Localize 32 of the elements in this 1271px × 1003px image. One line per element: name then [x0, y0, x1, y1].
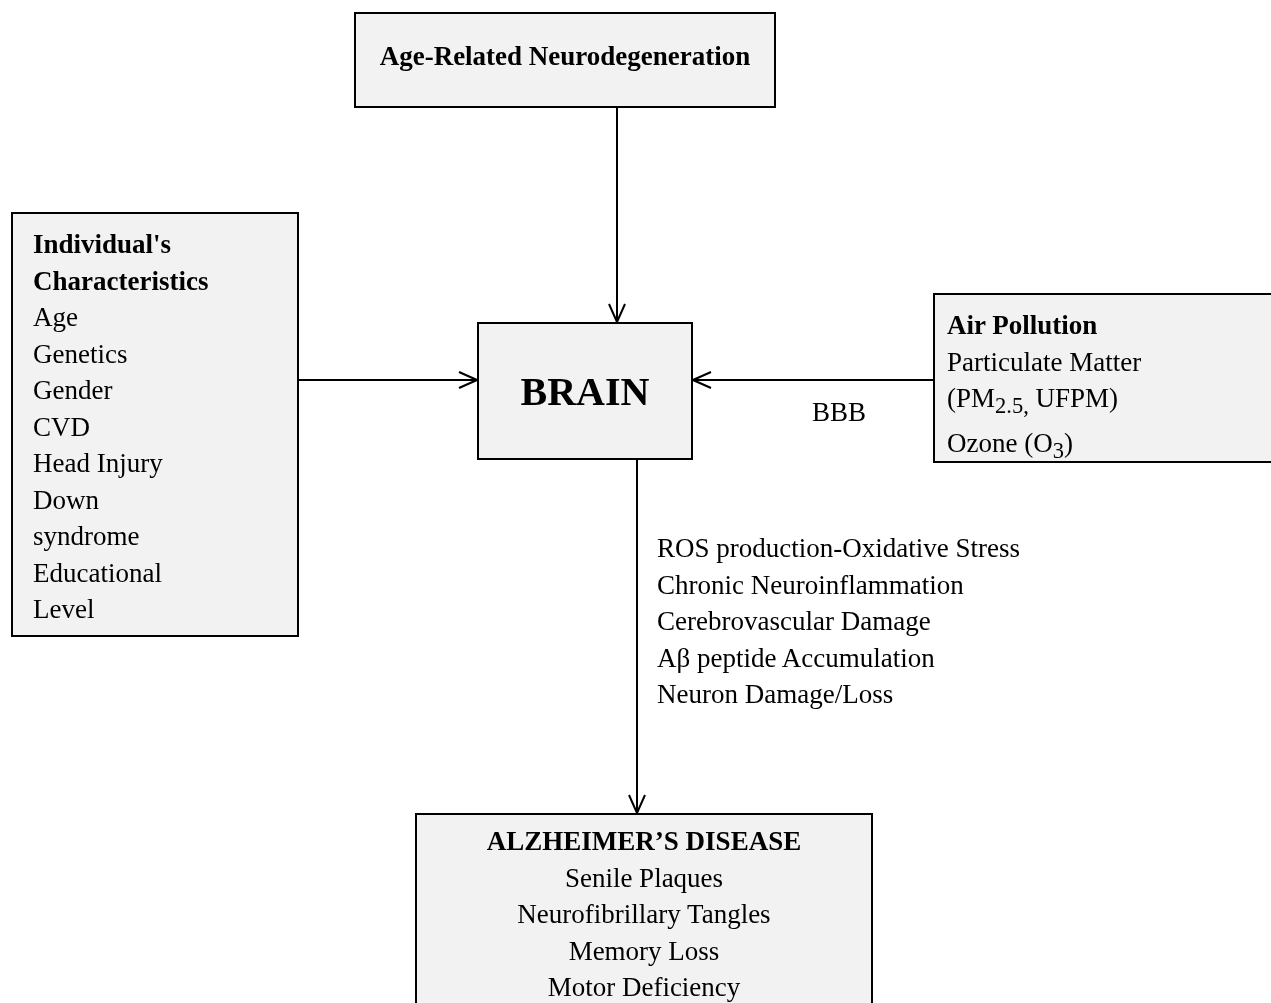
mechanism-text: Cerebrovascular Damage	[657, 605, 931, 638]
list-item: Genetics	[33, 337, 129, 371]
text-box	[477, 322, 693, 460]
mechanism-text: Chronic Neuroinflammation	[657, 568, 964, 602]
mechanism-text: ROS production-Oxidative Stress	[657, 532, 1020, 565]
text-box	[11, 212, 299, 637]
heading: ALZHEIMER’S DISEASE	[485, 825, 803, 858]
mechanism-text: Neuron Damage/Loss	[657, 678, 894, 711]
list-item: Memory Loss	[567, 934, 721, 968]
list-item: Particulate Matter (PM$_{2.5,}$ UFPM)	[947, 345, 1143, 421]
mechanism-text: Aβ peptide Accumulation	[657, 641, 935, 675]
arrow	[692, 371, 934, 389]
list-item: Neurofibrillary Tangles	[516, 898, 772, 931]
list-item: Age	[33, 301, 79, 334]
list-item: Senile Plaques	[563, 861, 725, 895]
list-item: Gender	[33, 374, 114, 407]
heading: BRAIN	[519, 368, 651, 416]
list-item: Motor Deficiency	[546, 971, 742, 1003]
heading: Air Pollution	[947, 309, 1099, 342]
list-item: CVD	[33, 410, 91, 444]
text-box	[354, 12, 776, 108]
heading: Individual's Characteristics	[33, 228, 210, 298]
heading: Age-Related Neurodegeneration	[378, 40, 752, 73]
arrow	[298, 371, 478, 389]
list-item: Educational Level	[33, 556, 163, 626]
text-box	[933, 293, 1271, 463]
arrow	[628, 459, 646, 814]
list-item: Head Injury	[33, 447, 164, 480]
list-item: Ozone (O$_{3}$)	[947, 426, 1074, 466]
arrow	[608, 107, 626, 323]
text-box	[415, 813, 873, 1003]
list-item: Down syndrome	[33, 483, 141, 553]
